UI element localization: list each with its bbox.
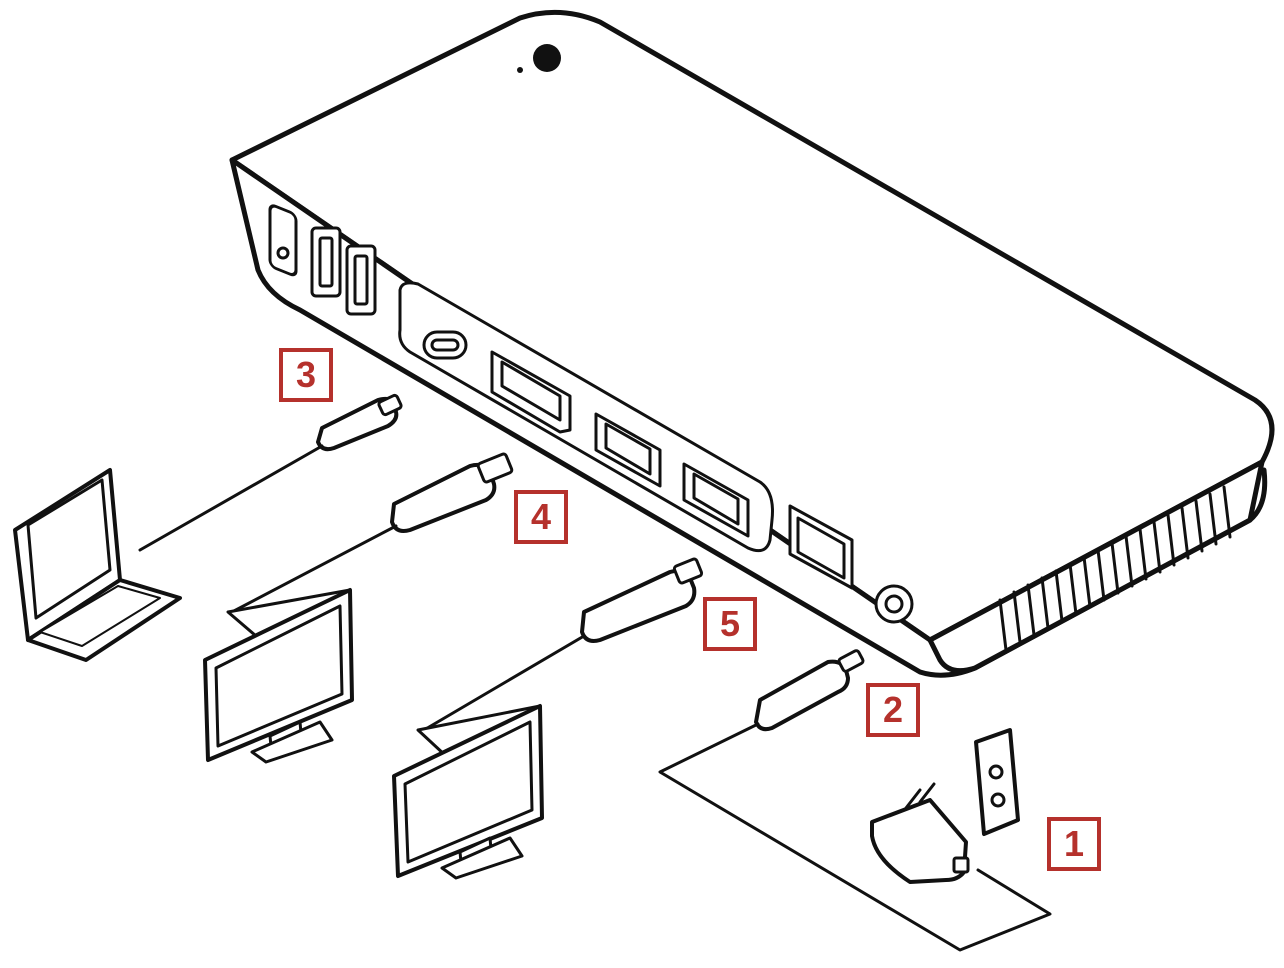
dc-in-port-icon xyxy=(874,584,914,624)
usb-a-port-icon xyxy=(310,226,377,316)
monitor-icon xyxy=(203,588,354,764)
ethernet-port-icon xyxy=(788,504,854,590)
step-label-2: 2 xyxy=(866,683,920,737)
usb-c-port-icon xyxy=(422,330,468,360)
power-button-icon xyxy=(268,204,298,277)
monitor-icon xyxy=(392,704,544,880)
displayport-cable-to-monitor xyxy=(422,557,704,732)
hdmi-cable-to-monitor xyxy=(230,452,514,614)
usb-c-host-cable-to-laptop xyxy=(138,393,403,552)
step-label-4: 4 xyxy=(514,490,568,544)
step-label-1: 1 xyxy=(1047,817,1101,871)
wall-outlet-icon xyxy=(974,728,1020,836)
logo-icon xyxy=(533,44,561,72)
laptop-icon xyxy=(13,468,182,662)
displayport-port-icon xyxy=(594,412,750,538)
step-label-5: 5 xyxy=(703,597,757,651)
power-adapter-icon xyxy=(870,782,970,884)
step-label-3: 3 xyxy=(279,348,333,402)
dc-power-plug xyxy=(658,649,1052,952)
vent-slots xyxy=(998,485,1232,652)
docking-station-icon xyxy=(229,9,1275,678)
hdmi-port-icon xyxy=(490,350,572,434)
video-port-panel xyxy=(398,281,774,553)
